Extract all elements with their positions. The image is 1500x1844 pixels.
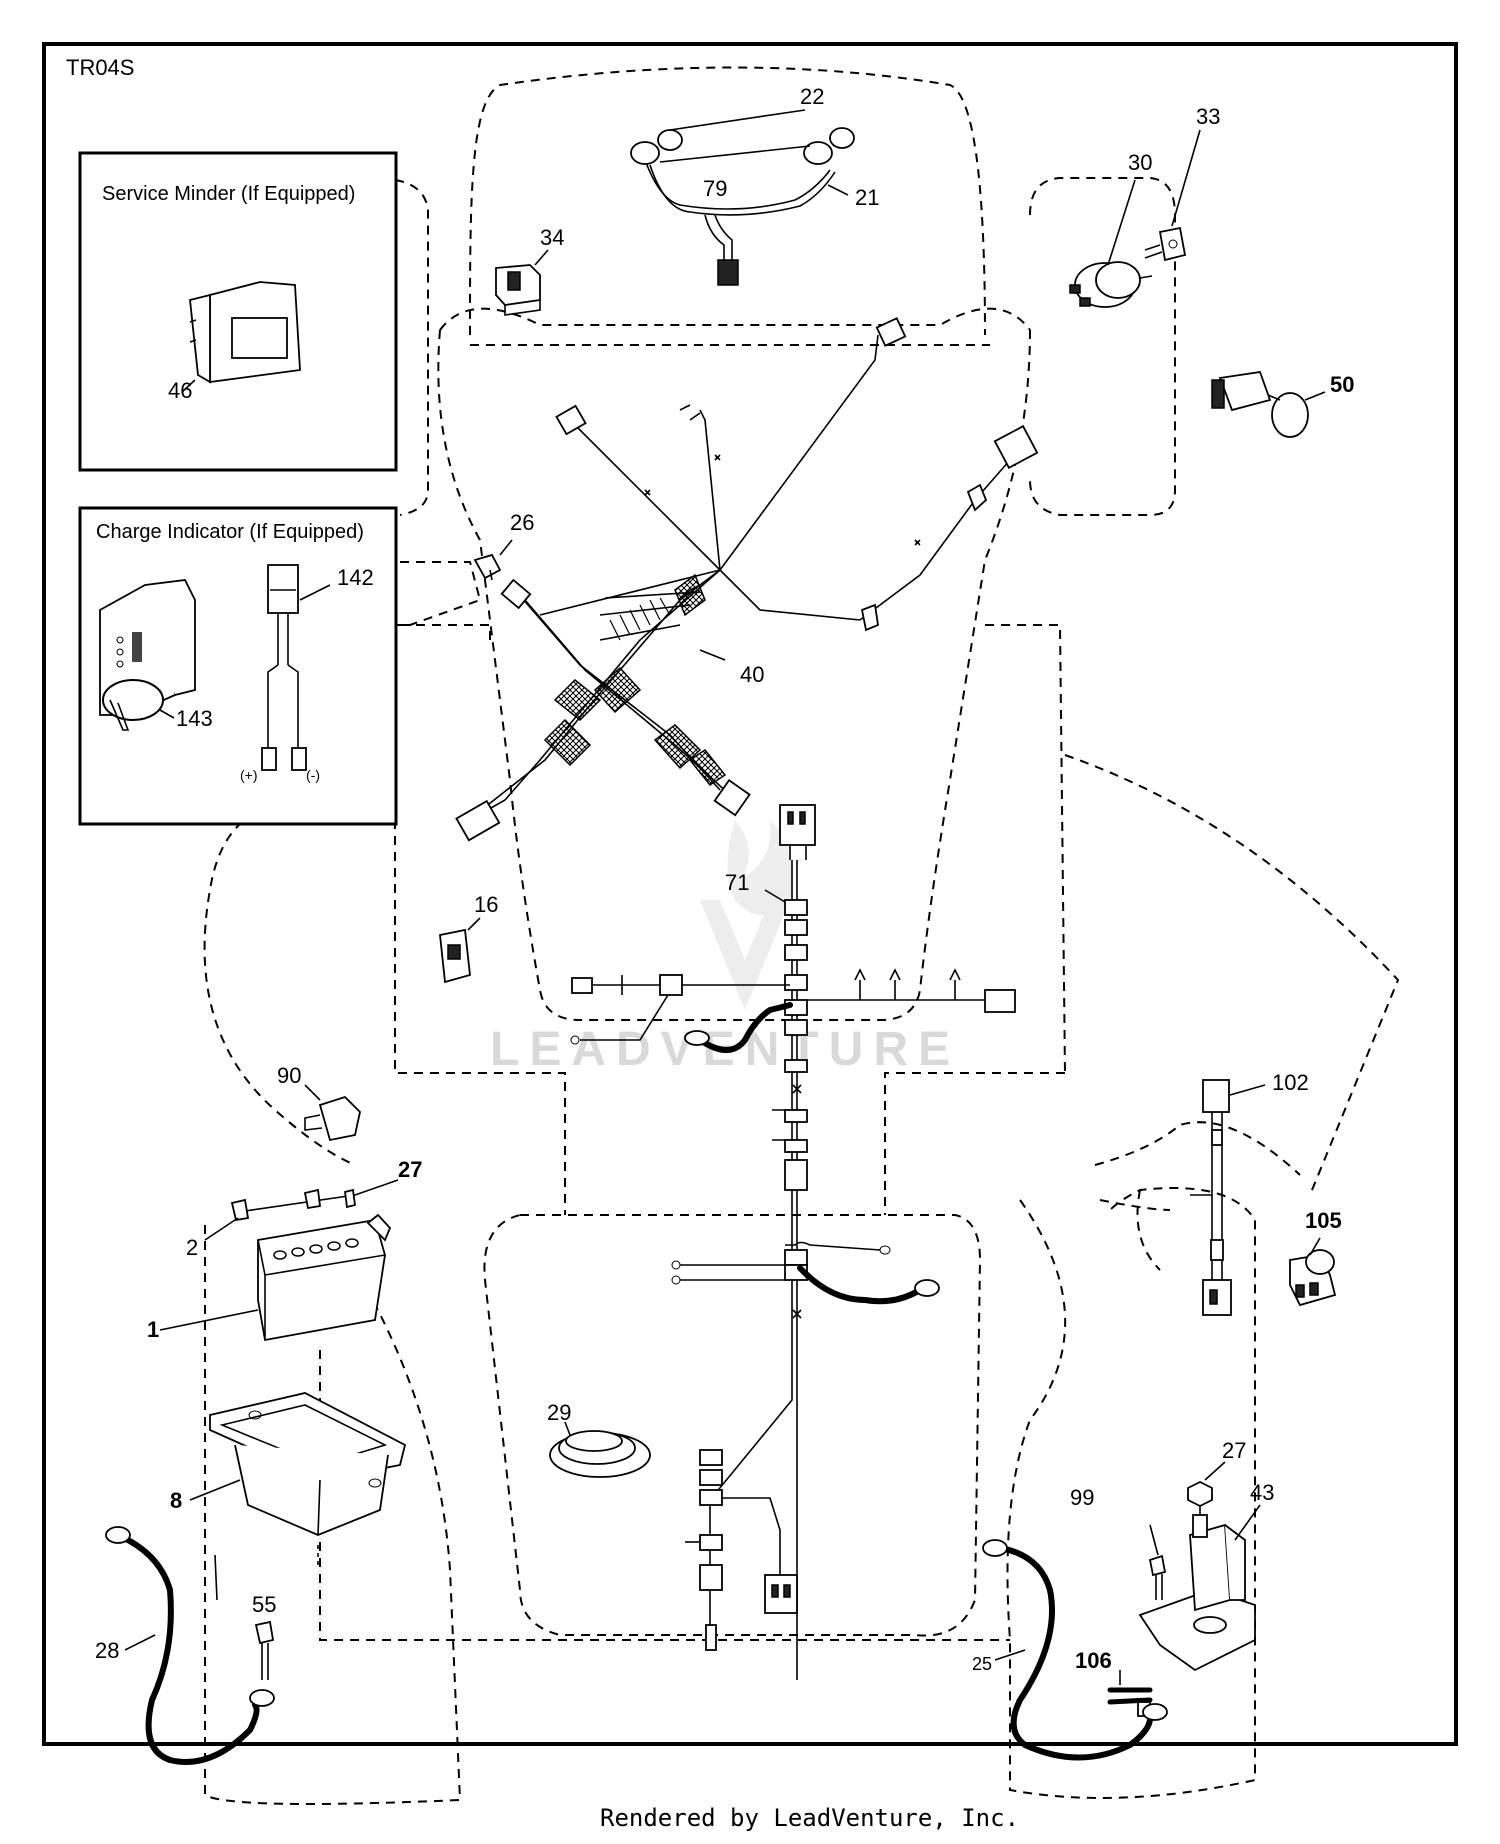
headlight-harness xyxy=(630,109,855,286)
service-minder-unit xyxy=(189,281,301,384)
charge-indicator-gauge xyxy=(99,579,196,731)
negative-cable xyxy=(105,1526,275,1765)
callout-29: 29 xyxy=(547,1400,571,1425)
callout-79: 79 xyxy=(703,176,727,201)
inset-service-minder: Service Minder (If Equipped) 46 xyxy=(78,151,398,472)
ignition-switch xyxy=(1069,261,1153,308)
cable-bolt xyxy=(254,1620,275,1680)
battery-bolt xyxy=(230,1188,356,1222)
callout-43: 43 xyxy=(1250,1480,1274,1505)
inset-charge-indicator: Charge Indicator (If Equipped) 143 (+) (… xyxy=(78,506,398,826)
callout-143: 143 xyxy=(176,706,213,731)
solenoid-nut xyxy=(1187,1480,1213,1508)
callout-90: 90 xyxy=(277,1063,301,1088)
starter-solenoid xyxy=(1138,1505,1256,1672)
footer-caption: Rendered by LeadVenture, Inc. xyxy=(600,1804,1019,1832)
callout-27-lower: 27 xyxy=(1222,1438,1246,1463)
fuse xyxy=(473,553,502,581)
headlight-bulb-left xyxy=(630,129,683,165)
callout-26: 26 xyxy=(510,510,534,535)
callout-1: 1 xyxy=(147,1317,159,1342)
battery xyxy=(257,1213,392,1342)
positive-terminal-label: (+) xyxy=(240,767,258,783)
callout-40: 40 xyxy=(740,662,764,687)
callout-142: 142 xyxy=(337,565,374,590)
callout-102: 102 xyxy=(1272,1070,1309,1095)
harness-clips xyxy=(784,899,808,1281)
seat-switch xyxy=(304,1095,361,1142)
callout-106: 106 xyxy=(1075,1648,1112,1673)
callout-22: 22 xyxy=(800,84,824,109)
callout-16: 16 xyxy=(474,892,498,917)
callout-2: 2 xyxy=(186,1235,198,1260)
dash-harness xyxy=(455,317,1039,842)
charge-indicator-harness xyxy=(261,564,307,771)
light-switch xyxy=(495,264,541,316)
callout-25: 25 xyxy=(972,1654,992,1674)
positive-cable xyxy=(982,1539,1168,1761)
callout-71: 71 xyxy=(725,870,749,895)
callout-8: 8 xyxy=(170,1488,182,1513)
diagram-frame xyxy=(42,42,1458,1746)
battery-tray xyxy=(209,1392,407,1536)
callout-33: 33 xyxy=(1196,104,1220,129)
callout-55: 55 xyxy=(252,1592,276,1617)
solenoid-bolt xyxy=(1148,1554,1167,1600)
grommet xyxy=(549,1430,651,1478)
callout-50: 50 xyxy=(1330,372,1354,397)
callout-30: 30 xyxy=(1128,150,1152,175)
solenoid-105 xyxy=(1289,1249,1337,1307)
charge-indicator-title: Charge Indicator (If Equipped) xyxy=(96,521,364,543)
ignition-key xyxy=(1144,226,1187,262)
callout-99: 99 xyxy=(1070,1485,1094,1510)
fuse-holder xyxy=(1190,1079,1232,1316)
watermark-logo xyxy=(700,820,793,1010)
negative-terminal-label: (-) xyxy=(306,767,320,783)
callout-105: 105 xyxy=(1305,1208,1342,1233)
callout-28: 28 xyxy=(95,1638,119,1663)
main-harness xyxy=(570,804,1016,1680)
pto-switch xyxy=(1211,371,1309,438)
callout-27-upper: 27 xyxy=(398,1157,422,1182)
service-minder-title: Service Minder (If Equipped) xyxy=(102,183,355,205)
callout-21: 21 xyxy=(855,185,879,210)
relay xyxy=(439,928,471,984)
diagram-code: TR04S xyxy=(66,55,134,80)
headlight-bulb-right xyxy=(803,127,855,165)
callout-46: 46 xyxy=(168,378,192,403)
callout-34: 34 xyxy=(540,225,564,250)
